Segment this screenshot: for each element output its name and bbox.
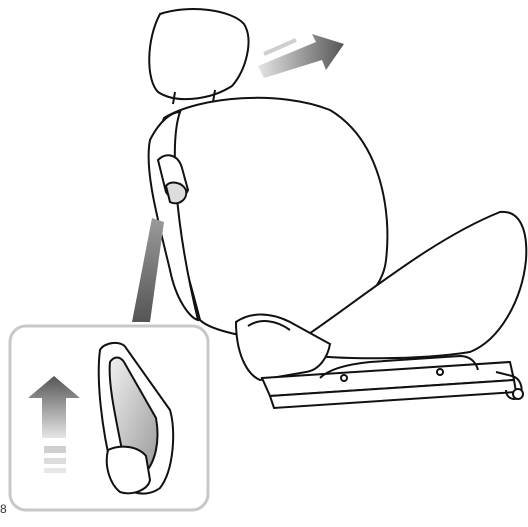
callout-beam <box>132 218 164 322</box>
figure-code: 8 <box>0 502 7 516</box>
tilt-arrow-icon <box>258 34 344 78</box>
headrest-icon <box>149 9 248 104</box>
